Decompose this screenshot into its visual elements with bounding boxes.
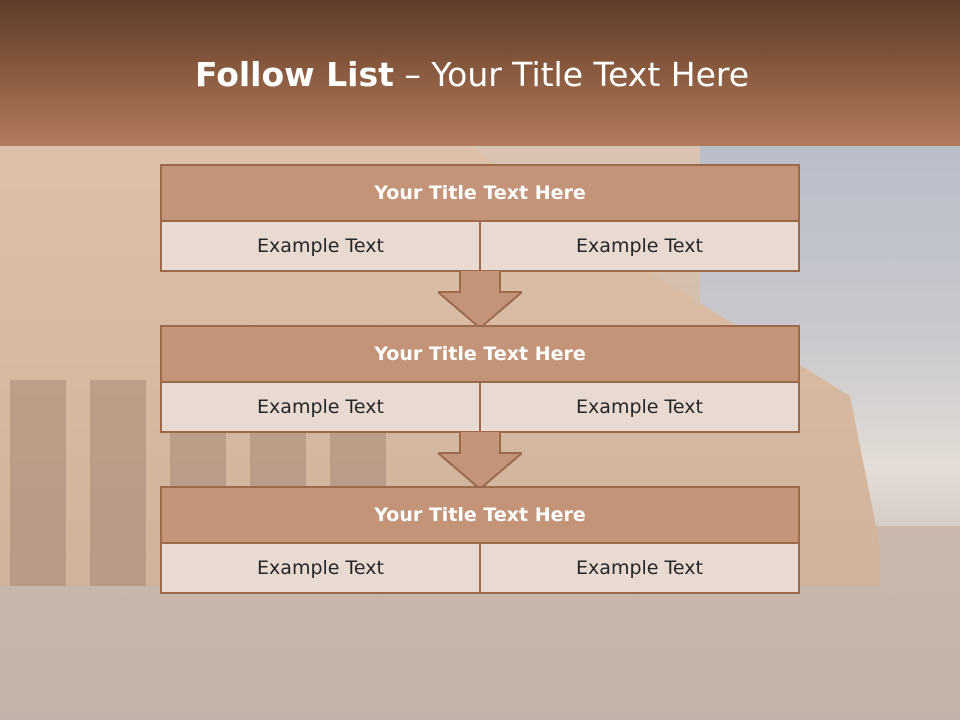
loading-dock — [10, 380, 66, 610]
flow-box-cells: Example Text Example Text — [162, 383, 798, 431]
flow-cell-right[interactable]: Example Text — [479, 544, 798, 592]
flow-box-cells: Example Text Example Text — [162, 544, 798, 592]
loading-dock — [90, 380, 146, 610]
flow-box-2[interactable]: Your Title Text Here Example Text Exampl… — [160, 325, 800, 433]
down-arrow-icon — [438, 431, 522, 489]
flow-cell-left[interactable]: Example Text — [257, 557, 384, 579]
header-band: Follow List – Your Title Text Here — [0, 0, 960, 146]
flow-cell-left[interactable]: Example Text — [257, 396, 384, 418]
flow-box-3[interactable]: Your Title Text Here Example Text Exampl… — [160, 486, 800, 594]
flow-cell-left[interactable]: Example Text — [257, 235, 384, 257]
flow-box-title[interactable]: Your Title Text Here — [162, 488, 798, 544]
title-rest: – Your Title Text Here — [393, 55, 750, 94]
flow-box-title[interactable]: Your Title Text Here — [162, 327, 798, 383]
flow-cell-right[interactable]: Example Text — [479, 222, 798, 270]
down-arrow-icon — [438, 270, 522, 328]
title-bold: Follow List — [194, 55, 394, 94]
flow-box-1[interactable]: Your Title Text Here Example Text Exampl… — [160, 164, 800, 272]
ground — [0, 586, 960, 720]
flow-box-cells: Example Text Example Text — [162, 222, 798, 270]
flow-cell-right[interactable]: Example Text — [479, 383, 798, 431]
flow-box-title[interactable]: Your Title Text Here — [162, 166, 798, 222]
slide-title: Follow List – Your Title Text Here — [0, 52, 944, 98]
